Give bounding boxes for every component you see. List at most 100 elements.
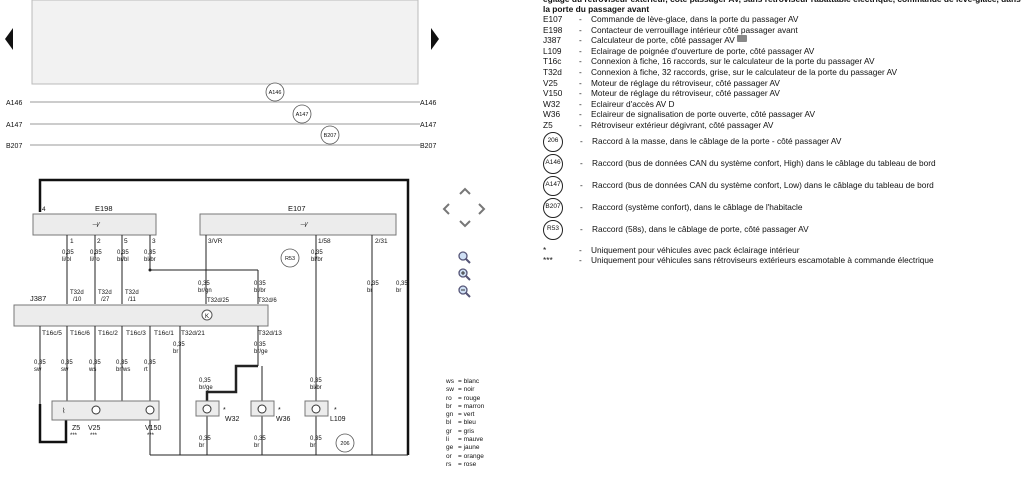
bus-label-a146-right: A146: [420, 100, 436, 107]
bus-label-a146-left: A146: [6, 100, 22, 107]
pan-left-icon[interactable]: [441, 202, 451, 216]
legend: églage du rétroviseur extérieur, côté pa…: [543, 0, 1021, 266]
v25-label: V25: [88, 425, 101, 432]
e198-pin-3: 3: [152, 238, 156, 245]
svg-text:br/ws: br/ws: [116, 367, 130, 373]
svg-text:T16c/6: T16c/6: [70, 330, 90, 337]
legend-circled: 206-Raccord à la masse, dans le câblage …: [543, 131, 1021, 241]
legend-code: E198: [543, 24, 563, 35]
svg-text:0,35: 0,35: [34, 360, 46, 366]
svg-text:K: K: [205, 314, 209, 320]
svg-text:0,35: 0,35: [144, 250, 156, 256]
svg-text:*: *: [223, 407, 226, 414]
color-key-item: ro= rouge: [446, 394, 481, 402]
pin-4: 4: [42, 206, 46, 213]
svg-text:***: ***: [90, 433, 98, 439]
w32-label: W32: [225, 416, 240, 423]
legend-circled-item: A147-Raccord (bus de données CAN du syst…: [543, 175, 1021, 197]
svg-text:0,35: 0,35: [116, 360, 128, 366]
svg-text:br: br: [254, 443, 259, 449]
legend-desc: Connexion à fiche, 32 raccords, grise, s…: [591, 66, 898, 77]
svg-text:0,35: 0,35: [173, 342, 185, 348]
svg-text:bl/br: bl/br: [144, 257, 156, 263]
legend-desc: Raccord (bus de données CAN du système c…: [592, 158, 936, 169]
legend-circled-item: B207-Raccord (système confort), dans le …: [543, 197, 1021, 219]
legend-item: T32d-Connexion à fiche, 32 raccords, gri…: [543, 66, 898, 77]
e107-box: [199, 213, 397, 236]
legend-item: V25-Moteur de réglage du rétroviseur, cô…: [543, 77, 780, 88]
svg-text:0,35: 0,35: [199, 378, 211, 384]
legend-desc: Raccord (58s), dans le câblage de porte,…: [592, 224, 809, 235]
svg-text:/27: /27: [101, 297, 110, 303]
svg-text:⊣⁄: ⊣⁄: [92, 222, 101, 229]
legend-code: V150: [543, 88, 563, 99]
thick-wire: [38, 178, 410, 455]
svg-text:0,35: 0,35: [198, 281, 210, 287]
svg-text:*: *: [334, 407, 337, 414]
legend-desc: Raccord (système confort), dans le câbla…: [592, 202, 803, 213]
zoom-in-icon[interactable]: [457, 267, 471, 281]
legend-code: T32d: [543, 66, 562, 77]
legend-circled-item: A146-Raccord (bus de données CAN du syst…: [543, 153, 1021, 175]
legend-desc: Raccord (bus de données CAN du système c…: [592, 180, 934, 191]
svg-text:⊣⁄: ⊣⁄: [300, 222, 309, 229]
bus-label-b207-right: B207: [420, 143, 436, 150]
legend-code: L109: [543, 45, 562, 56]
legend-notes: *-Uniquement pour véhicules avec pack éc…: [543, 245, 1021, 266]
pan-up-icon[interactable]: [458, 186, 472, 196]
legend-item: J387-Calculateur de porte, côté passager…: [543, 35, 1021, 46]
legend-item: L109-Eclairage de poignée d'ouverture de…: [543, 45, 815, 56]
svg-text:bl/br: bl/br: [311, 257, 323, 263]
r53-node: R53: [285, 256, 295, 262]
legend-item: V150-Moteur de réglage du rétroviseur, c…: [543, 88, 780, 99]
camera-icon[interactable]: [736, 35, 747, 43]
svg-text:br: br: [310, 443, 315, 449]
color-key-item: gn= vert: [446, 411, 475, 419]
svg-text:T32d: T32d: [70, 290, 84, 296]
e107-pin-3vr: 3/VR: [208, 238, 223, 245]
zoom-out-icon[interactable]: [457, 284, 471, 298]
svg-text:0,35: 0,35: [90, 250, 102, 256]
legend-desc: Calculateur de porte, côté passager AV: [591, 35, 735, 46]
e107-pin-158: 1/58: [318, 238, 331, 245]
legend-item: Z5-Rétroviseur extérieur dégivrant, côté…: [543, 119, 774, 130]
next-page-arrow-icon[interactable]: [431, 28, 439, 50]
svg-text:0,35: 0,35: [254, 436, 266, 442]
pan-down-icon[interactable]: [458, 219, 472, 229]
legend-item: E198-Contacteur de verrouillage intérieu…: [543, 24, 798, 35]
svg-text:0,35: 0,35: [144, 360, 156, 366]
svg-text:br/gn: br/gn: [198, 288, 212, 294]
bus-label-a147-right: A147: [420, 122, 436, 129]
color-key-item: ge= jaune: [446, 444, 480, 452]
svg-text:li/bl: li/bl: [62, 257, 71, 263]
svg-text:0,35: 0,35: [310, 378, 322, 384]
prev-page-arrow-icon[interactable]: [5, 28, 13, 50]
legend-circle-code: 206: [543, 131, 563, 152]
bus-label-b207-left: B207: [6, 143, 22, 150]
svg-text:ws: ws: [88, 367, 96, 373]
legend-desc: Eclaireur de signalisation de porte ouve…: [591, 109, 815, 120]
pan-right-icon[interactable]: [477, 202, 487, 216]
zoom-reset-icon[interactable]: [457, 250, 471, 264]
legend-desc: Eclairage de poignée d'ouverture de port…: [591, 45, 815, 56]
wiring-diagram: A146 A146 A147 A147 B207 B207 A146 A147 …: [6, 0, 436, 456]
svg-text:0,35: 0,35: [117, 250, 129, 256]
svg-text:0,35: 0,35: [310, 436, 322, 442]
svg-text:br/ge: br/ge: [199, 385, 213, 391]
svg-text:rt: rt: [144, 367, 148, 373]
svg-text:0,35: 0,35: [396, 281, 408, 287]
legend-item: W36-Eclaireur de signalisation de porte …: [543, 109, 815, 120]
e198-pin-5: 5: [124, 238, 128, 245]
svg-text:⌇: ⌇: [62, 407, 65, 415]
legend-desc: Moteur de réglage du rétroviseur, côté p…: [591, 88, 780, 99]
svg-text:/10: /10: [73, 297, 82, 303]
e198-label: E198: [95, 204, 113, 213]
svg-text:0,35: 0,35: [311, 250, 323, 256]
legend-item: W32-Eclaireur d'accès AV D: [543, 98, 675, 109]
legend-desc: Raccord à la masse, dans le câblage de l…: [592, 136, 842, 147]
legend-circle-code: A147: [543, 175, 563, 196]
color-key-item: li= mauve: [446, 436, 484, 444]
legend-note: *-Uniquement pour véhicules avec pack éc…: [543, 244, 800, 255]
w36-label: W36: [276, 416, 291, 423]
